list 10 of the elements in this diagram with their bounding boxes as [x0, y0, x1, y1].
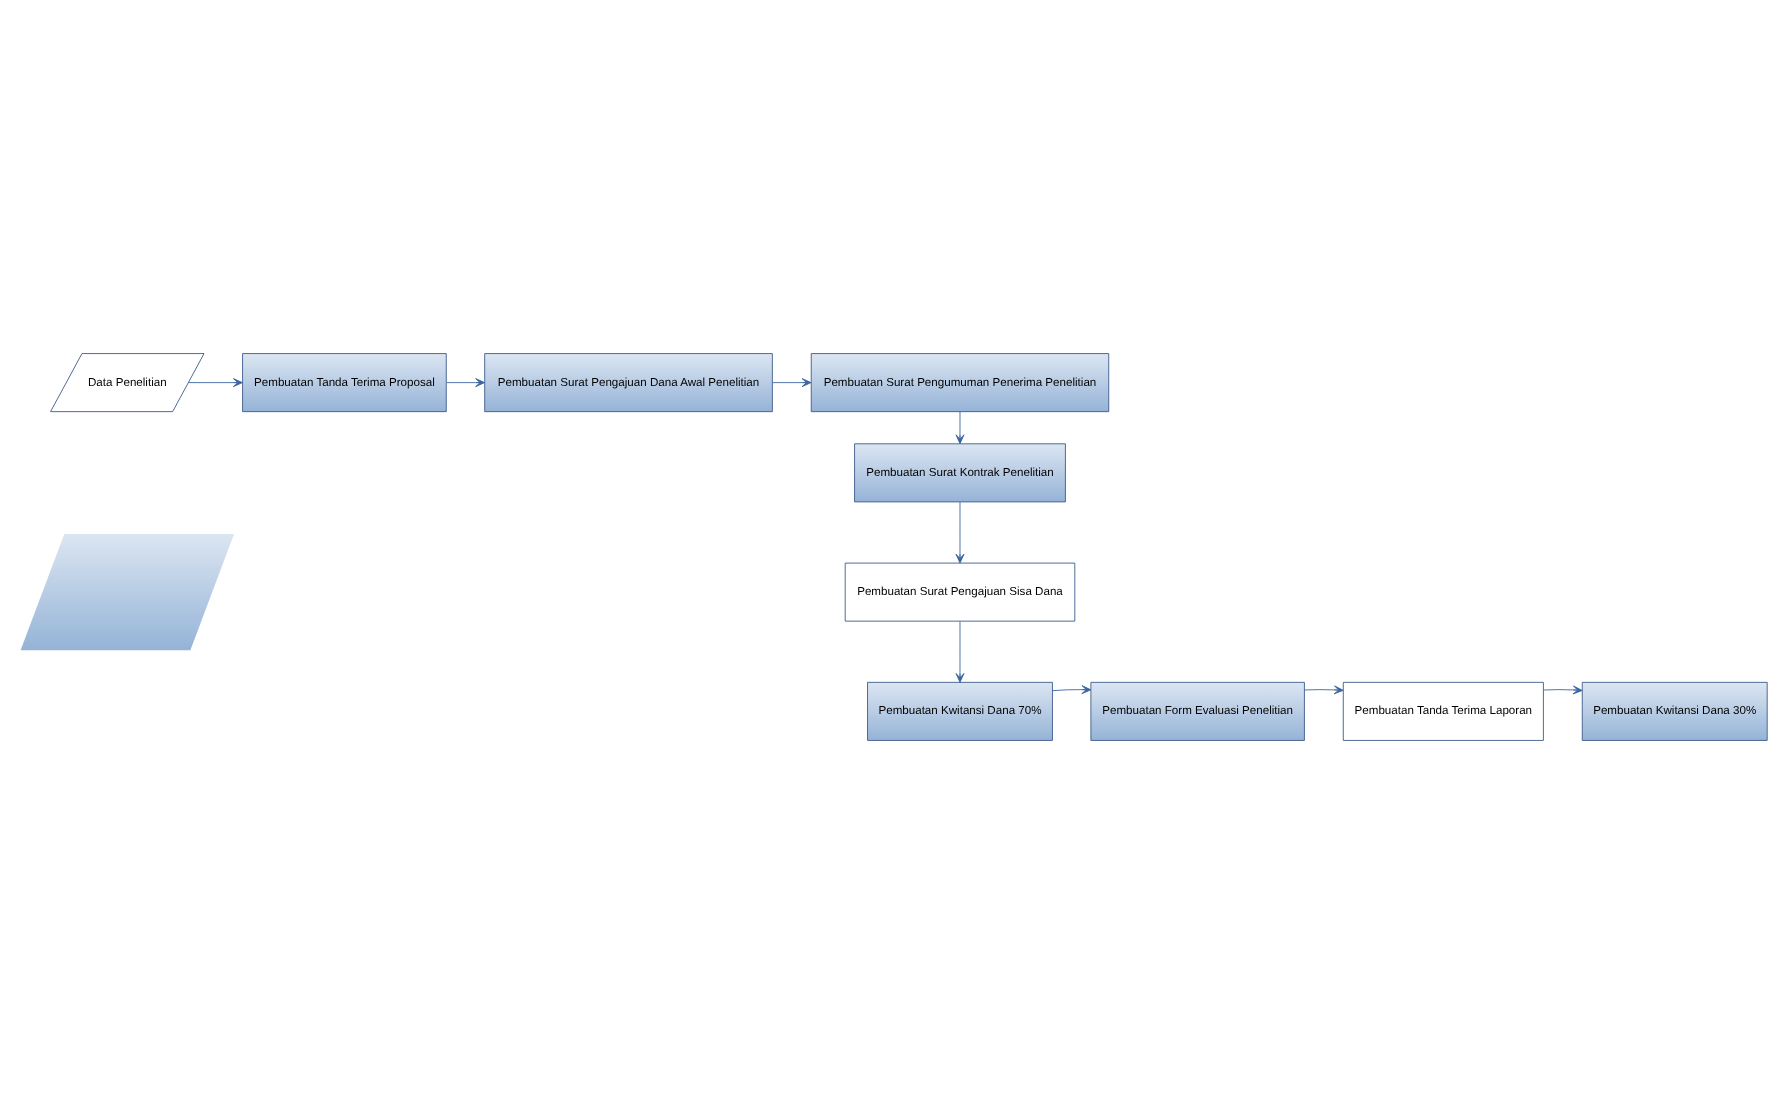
arrow [955, 501, 965, 564]
node-parallelogram [20, 534, 235, 651]
arrow [955, 621, 965, 683]
arrow [187, 378, 243, 388]
arrow [955, 411, 965, 445]
arrow [446, 378, 485, 388]
arrow [1052, 685, 1092, 695]
arrow [772, 378, 812, 388]
arrow [1543, 685, 1583, 695]
arrow [1303, 685, 1344, 695]
